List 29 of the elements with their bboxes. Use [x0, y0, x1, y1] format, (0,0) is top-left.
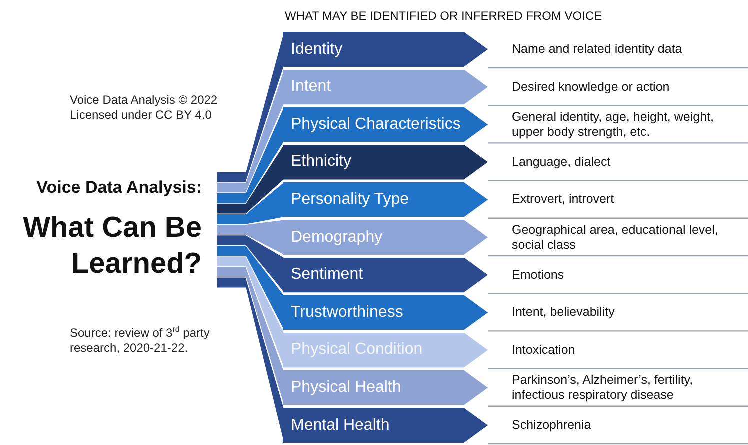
- description-text: Extrovert, introvert: [512, 192, 614, 208]
- copyright-note: Voice Data Analysis © 2022 Licensed under CC BY 4.0: [70, 93, 219, 123]
- category-label: Sentiment: [291, 266, 364, 284]
- source-note: Source: review of 3$^{rd}$ party research, 2020-21-22.: [70, 324, 211, 356]
- description-text: Intoxication: [512, 342, 576, 358]
- category-label: Physical Condition: [291, 341, 423, 360]
- description-text: Schizophrenia: [512, 418, 592, 433]
- category-label: Physical Health: [291, 378, 402, 397]
- subtitle: What Can Be Learned?: [22, 211, 202, 282]
- category-label: Personality Type: [291, 190, 409, 209]
- description-text: Desired knowledge or action: [512, 80, 670, 95]
- category-label: Physical Characteristics: [291, 116, 461, 134]
- description-text: Name and related identity data: [512, 42, 682, 57]
- description-text: Parkinson’s, Alzheimer’s, fertility, infectious respiratory disease: [512, 372, 694, 403]
- description-text: General identity, age, height, weight, upper body strength, etc.: [512, 110, 715, 140]
- description-text: Intent, believability: [512, 305, 615, 320]
- category-label: Demography: [291, 228, 383, 246]
- description-text: Emotions: [512, 268, 564, 283]
- description-text: Geographical area, educational level, social class: [512, 222, 720, 252]
- description-text: Language, dialect: [512, 154, 611, 170]
- category-label: Ethnicity: [291, 153, 352, 172]
- chevron-band: [283, 408, 488, 443]
- title: Voice Data Analysis:: [36, 178, 202, 198]
- category-label: Mental Health: [291, 416, 390, 434]
- category-label: Identity: [291, 40, 343, 58]
- chevron-band: [283, 32, 488, 67]
- column-heading: WHAT MAY BE IDENTIFIED OR INFERRED FROM VOICE: [285, 9, 602, 23]
- category-label: Trustworthiness: [291, 304, 404, 322]
- category-label: Intent: [291, 78, 332, 96]
